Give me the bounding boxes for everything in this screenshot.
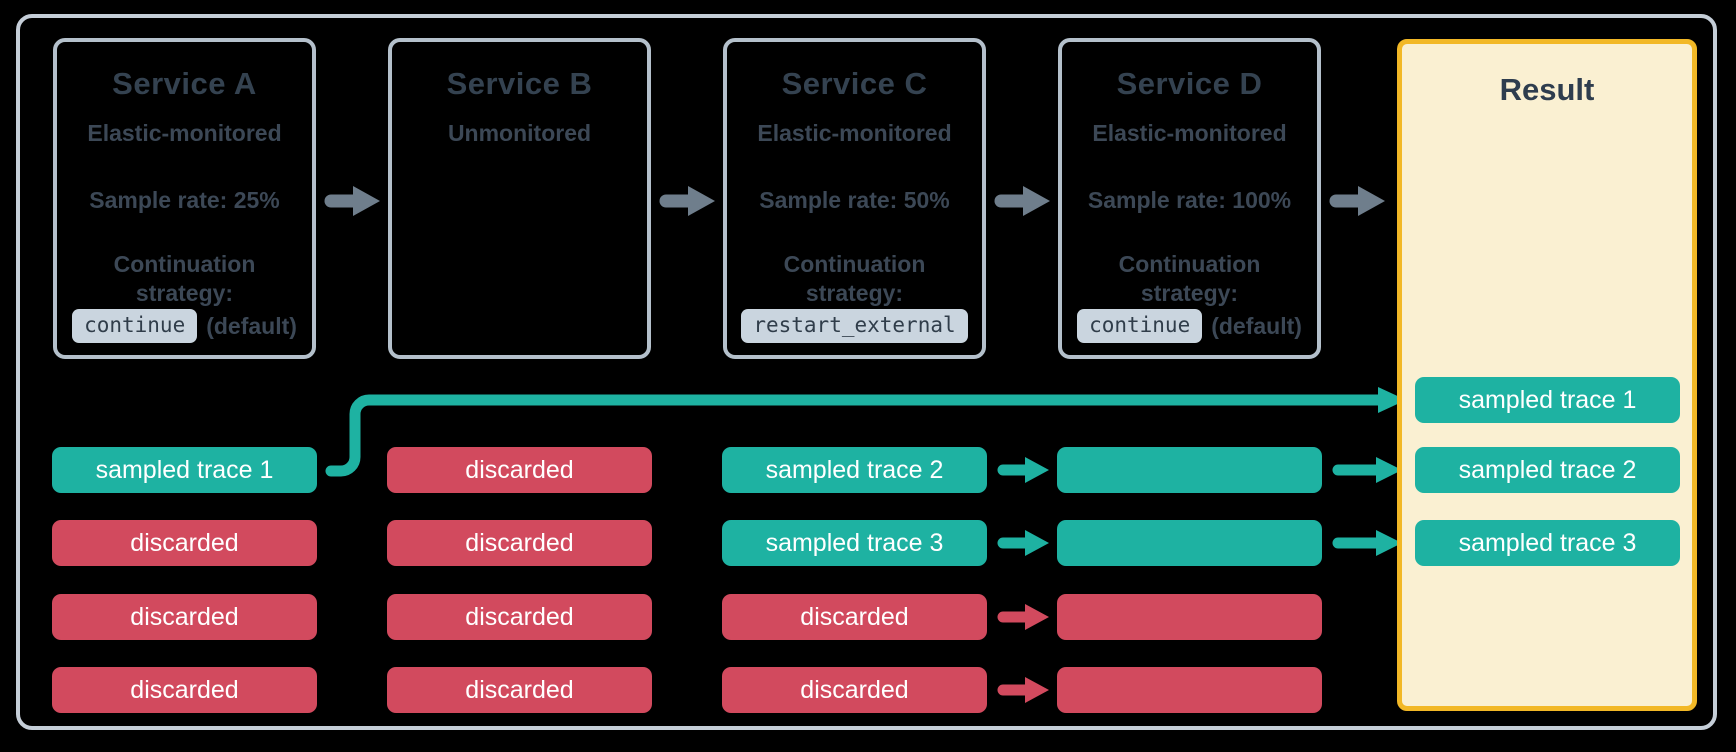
result-box: Result xyxy=(1397,39,1697,711)
trace-pill-a-1: sampled trace 1 xyxy=(52,447,317,493)
result-pill-3: sampled trace 3 xyxy=(1415,520,1680,566)
service-continuation-label: Continuation strategy: xyxy=(783,251,926,306)
flow-arrow-c-d-icon xyxy=(994,186,1050,216)
service-box-c: Service C Elastic-monitored Sample rate:… xyxy=(723,38,986,359)
trace-pill-c-3: discarded xyxy=(722,594,987,640)
service-title: Service D xyxy=(1116,66,1263,101)
trace-pill-d-3 xyxy=(1057,594,1322,640)
service-box-a: Service A Elastic-monitored Sample rate:… xyxy=(53,38,316,359)
trace-pill-a-4: discarded xyxy=(52,667,317,713)
trace-arrow-d-result-row1-icon xyxy=(1332,457,1402,483)
trace-pill-a-2: discarded xyxy=(52,520,317,566)
result-pill-1: sampled trace 1 xyxy=(1415,377,1680,423)
trace-pill-a-3: discarded xyxy=(52,594,317,640)
flow-arrow-d-result-icon xyxy=(1329,186,1385,216)
trace-pill-c-4: discarded xyxy=(722,667,987,713)
result-pill-2: sampled trace 2 xyxy=(1415,447,1680,493)
service-title: Service A xyxy=(112,66,257,101)
sampled-trace-1-continuation-line xyxy=(325,387,1406,477)
service-strategy-row: continue (default) xyxy=(1062,309,1317,343)
trace-arrow-d-result-row2-icon xyxy=(1332,530,1402,556)
trace-pill-d-1 xyxy=(1057,447,1322,493)
strategy-suffix: (default) xyxy=(1211,312,1302,339)
service-sample-rate: Sample rate: 100% xyxy=(1087,187,1292,213)
service-continuation-label: Continuation strategy: xyxy=(1118,251,1261,306)
service-sample-rate: Sample rate: 50% xyxy=(759,187,950,213)
trace-pill-b-4: discarded xyxy=(387,667,652,713)
strategy-badge: restart_external xyxy=(741,309,968,343)
outer-frame xyxy=(16,14,1717,730)
strategy-badge: continue xyxy=(1077,309,1203,343)
service-sample-rate: Sample rate: 25% xyxy=(89,187,280,213)
trace-pill-d-2 xyxy=(1057,520,1322,566)
trace-pill-b-1: discarded xyxy=(387,447,652,493)
service-monitoring: Elastic-monitored xyxy=(757,120,952,146)
service-monitoring: Elastic-monitored xyxy=(87,120,282,146)
service-strategy-row: continue (default) xyxy=(57,309,312,343)
trace-pill-c-1: sampled trace 2 xyxy=(722,447,987,493)
trace-arrow-c-d-row1-icon xyxy=(997,457,1049,483)
service-strategy-row: restart_external xyxy=(727,309,982,343)
trace-arrow-c-d-row3-icon xyxy=(997,604,1049,630)
service-monitoring: Elastic-monitored xyxy=(1092,120,1287,146)
service-box-b: Service B Unmonitored xyxy=(388,38,651,359)
trace-arrow-c-d-row4-icon xyxy=(997,677,1049,703)
service-continuation-label: Continuation strategy: xyxy=(113,251,256,306)
service-title: Service B xyxy=(446,66,593,101)
result-title: Result xyxy=(1499,72,1595,107)
service-box-d: Service D Elastic-monitored Sample rate:… xyxy=(1058,38,1321,359)
strategy-badge: continue xyxy=(72,309,198,343)
trace-pill-b-3: discarded xyxy=(387,594,652,640)
trace-pill-b-2: discarded xyxy=(387,520,652,566)
trace-arrow-c-d-row2-icon xyxy=(997,530,1049,556)
trace-pill-c-2: sampled trace 3 xyxy=(722,520,987,566)
flow-arrow-a-b-icon xyxy=(324,186,380,216)
service-title: Service C xyxy=(781,66,928,101)
service-monitoring: Unmonitored xyxy=(447,120,592,146)
trace-pill-d-4 xyxy=(1057,667,1322,713)
strategy-suffix: (default) xyxy=(206,312,297,339)
flow-arrow-b-c-icon xyxy=(659,186,715,216)
